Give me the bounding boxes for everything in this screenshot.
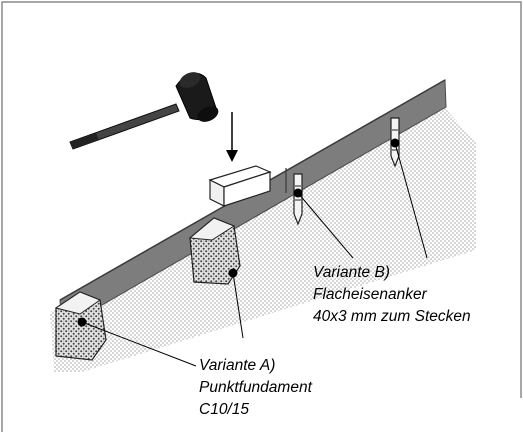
caption-variant-a: Variante A) Punktfundament C10/15 xyxy=(199,355,312,421)
leader-line-b1 xyxy=(297,192,354,259)
down-arrow-icon xyxy=(226,112,238,162)
impact-block xyxy=(208,165,272,207)
caption-variant-b-line-2: Flacheisenanker xyxy=(313,286,427,303)
point-foundation-1 xyxy=(54,291,107,361)
hammer-icon xyxy=(69,72,219,150)
caption-variant-a-line-2: Punktfundament xyxy=(199,379,312,396)
caption-variant-b-line-3: 40x3 mm zum Stecken xyxy=(313,308,471,325)
caption-variant-b: Variante B) Flacheisenanker 40x3 mm zum … xyxy=(313,262,471,328)
leader-line-b2 xyxy=(394,142,428,259)
caption-variant-a-line-1: Variante A) xyxy=(199,357,276,374)
caption-variant-b-line-1: Variante B) xyxy=(313,264,390,281)
flat-iron-anchor-2 xyxy=(390,117,400,168)
caption-variant-a-line-3: C10/15 xyxy=(199,401,249,418)
flat-iron-anchor-1 xyxy=(293,173,303,226)
leader-line-a1 xyxy=(81,321,197,367)
ground-band xyxy=(50,108,476,372)
leader-line-a2 xyxy=(232,272,244,339)
point-foundation-2 xyxy=(188,217,241,285)
